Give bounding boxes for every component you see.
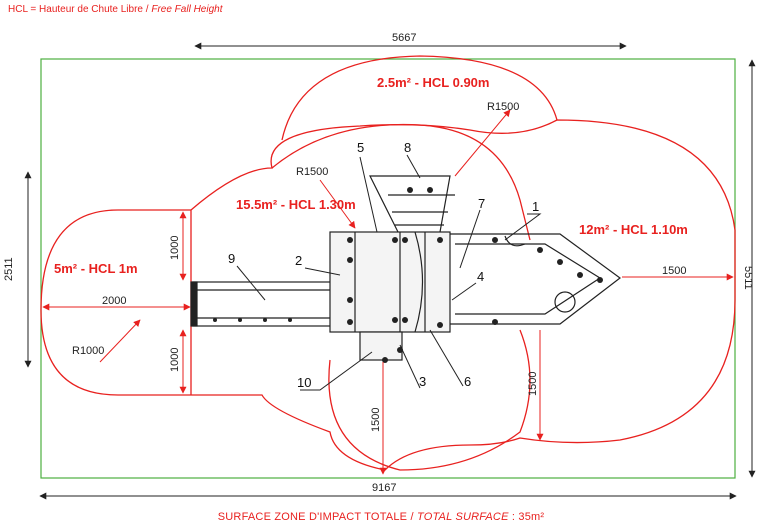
part-4: 4 bbox=[477, 269, 484, 284]
total-surface-fr: SURFACE ZONE D'IMPACT TOTALE bbox=[217, 511, 408, 523]
dimension-lines bbox=[24, 42, 756, 500]
dim-slide-clear-bottom: 1000 bbox=[169, 348, 181, 372]
dim-right-height: 5511 bbox=[742, 266, 754, 290]
dim-left-zone-depth: 2000 bbox=[102, 295, 126, 307]
zone-dimensions bbox=[42, 109, 734, 475]
total-surface-en: TOTAL SURFACE bbox=[416, 511, 509, 523]
part-9: 9 bbox=[228, 251, 235, 266]
zone-left bbox=[40, 209, 191, 396]
zone-label-top: 2.5m² - HCL 0.90m bbox=[377, 75, 489, 90]
zone-inner-bottom bbox=[328, 329, 531, 471]
dim-bottom-zone-b: 1500 bbox=[527, 372, 539, 396]
part-7: 7 bbox=[478, 196, 485, 211]
dim-slide-clear-top: 1000 bbox=[169, 236, 181, 260]
zone-label-center: 15.5m² - HCL 1.30m bbox=[236, 197, 356, 212]
total-surface-value: : 35m² bbox=[508, 511, 545, 523]
zone-top-arc bbox=[281, 55, 558, 141]
part-8: 8 bbox=[404, 140, 411, 155]
dim-radius-left: R1000 bbox=[72, 345, 104, 357]
zone-label-right: 12m² - HCL 1.10m bbox=[579, 222, 688, 237]
part-1: 1 bbox=[532, 199, 539, 214]
slide bbox=[450, 233, 622, 325]
zone-label-left: 5m² - HCL 1m bbox=[54, 261, 138, 276]
part-10: 10 bbox=[297, 375, 311, 390]
bolts bbox=[213, 187, 603, 363]
part-3: 3 bbox=[419, 374, 426, 389]
ladder bbox=[369, 175, 451, 233]
part-5: 5 bbox=[357, 140, 364, 155]
dim-bottom-width: 9167 bbox=[372, 482, 396, 494]
dim-top-width: 5667 bbox=[392, 32, 416, 44]
legend-fr: HCL = Hauteur de Chute Libre bbox=[8, 4, 143, 15]
play-structure bbox=[190, 175, 622, 361]
dim-bottom-zone-a: 1500 bbox=[370, 408, 382, 432]
hcl-legend: HCL = Hauteur de Chute Libre / Free Fall… bbox=[8, 4, 223, 15]
dim-left-height: 2511 bbox=[3, 257, 15, 281]
total-surface-note: SURFACE ZONE D'IMPACT TOTALE / TOTAL SUR… bbox=[217, 511, 545, 523]
dim-radius-mid: R1500 bbox=[296, 166, 328, 178]
dim-right-zone-depth: 1500 bbox=[662, 265, 686, 277]
platform-main bbox=[329, 231, 451, 333]
part-leaders bbox=[236, 154, 542, 391]
zone-inner-center bbox=[271, 123, 531, 241]
legend-en: Free Fall Height bbox=[151, 4, 223, 15]
part-2: 2 bbox=[295, 253, 302, 268]
zone-main bbox=[190, 119, 736, 471]
part-6: 6 bbox=[464, 374, 471, 389]
dim-radius-top: R1500 bbox=[487, 101, 519, 113]
